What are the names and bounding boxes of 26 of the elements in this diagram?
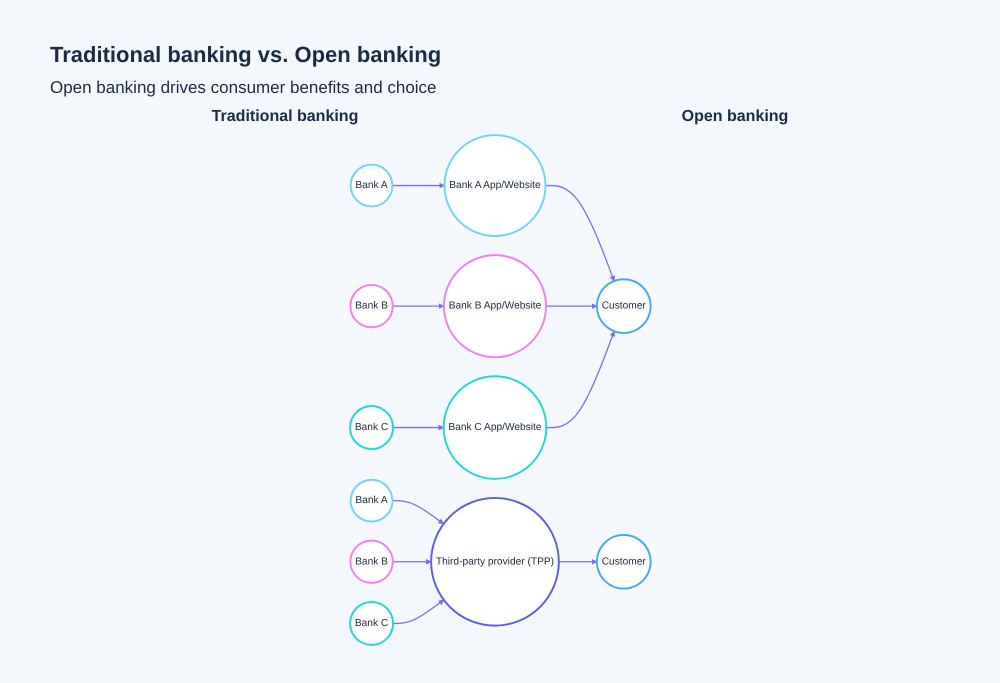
node-circle: Bank A xyxy=(349,478,394,522)
arrow xyxy=(558,559,597,565)
node-circle: Bank C App/Website xyxy=(442,375,547,480)
node-circle: Third-party provider (TPP) xyxy=(430,497,560,627)
arrow xyxy=(546,330,615,428)
section-heading: Open banking xyxy=(682,108,788,126)
section-heading: Traditional banking xyxy=(212,108,358,126)
arrow xyxy=(392,182,444,188)
arrow xyxy=(545,184,615,282)
title: Traditional banking vs. Open banking xyxy=(50,42,442,68)
node-circle: Bank B xyxy=(349,540,394,584)
arrow xyxy=(546,303,597,309)
arrow xyxy=(392,600,444,624)
arrow xyxy=(392,559,432,565)
arrow xyxy=(392,424,444,430)
node-circle: Bank A xyxy=(349,164,394,208)
node-circle: Customer xyxy=(596,534,652,590)
arrow xyxy=(392,303,444,309)
node-circle: Bank C xyxy=(348,601,394,646)
node-circle: Bank B xyxy=(349,284,394,328)
subtitle: Open banking drives consumer benefits and choice xyxy=(50,78,438,98)
node-circle: Customer xyxy=(596,278,652,334)
node-circle: Bank A App/Website xyxy=(443,134,546,237)
arrow xyxy=(392,500,444,524)
node-circle: Bank B App/Website xyxy=(442,254,547,358)
node-circle: Bank C xyxy=(348,405,394,450)
